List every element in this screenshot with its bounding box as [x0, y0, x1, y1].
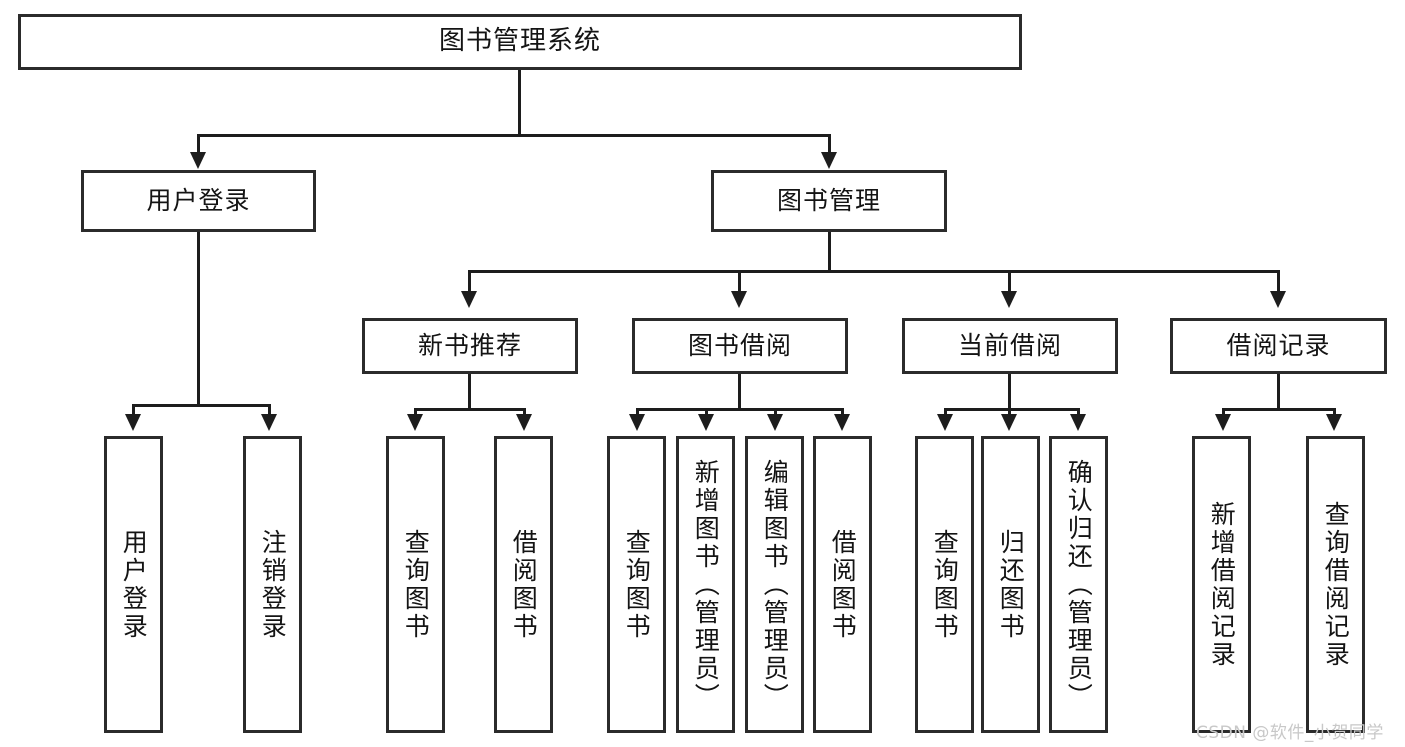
edge-root-bus [197, 134, 831, 137]
edge-new-book-stem [468, 374, 471, 408]
node-label: 归还图书 [996, 528, 1026, 641]
edge-root-to-book-manage [828, 134, 831, 156]
arrow-to-leaf-edit-book [767, 414, 783, 431]
edge-borrow-record-bus [1222, 408, 1336, 411]
node-user-login[interactable]: 用户登录 [81, 170, 316, 232]
edge-book-borrow-bus [636, 408, 844, 411]
leaf-query-book-borrow[interactable]: 查询图书 [607, 436, 666, 733]
edge-bb-to-leaf-3 [774, 408, 777, 418]
node-label: 编辑图书（管理员） [760, 458, 790, 711]
node-label: 新增借阅记录 [1207, 500, 1237, 669]
edge-current-borrow-bus [944, 408, 1080, 411]
edge-bb-to-leaf-1 [636, 408, 639, 418]
edge-user-login-bus [132, 404, 270, 407]
leaf-return-book[interactable]: 归还图书 [981, 436, 1040, 733]
node-label: 用户登录 [119, 528, 149, 641]
node-label: 查询图书 [622, 528, 652, 641]
node-book-borrow[interactable]: 图书借阅 [632, 318, 848, 374]
node-label: 图书借阅 [687, 330, 792, 360]
node-label: 图书管理 [776, 185, 881, 215]
arrow-to-user-login [190, 152, 206, 169]
node-label: 借阅记录 [1226, 330, 1331, 360]
leaf-add-book-admin[interactable]: 新增图书（管理员） [676, 436, 735, 733]
leaf-query-borrow-record[interactable]: 查询借阅记录 [1306, 436, 1365, 733]
edge-book-manage-bus [468, 270, 1280, 273]
csdn-watermark: CSDN @软件_小贺同学 [1196, 723, 1384, 743]
leaf-add-borrow-record[interactable]: 新增借阅记录 [1192, 436, 1251, 733]
arrow-to-leaf-query-book-3 [937, 414, 953, 431]
node-label: 借阅图书 [509, 528, 539, 641]
node-label: 查询图书 [930, 528, 960, 641]
edge-cb-to-leaf-2 [1008, 408, 1011, 418]
edge-nb-to-leaf-1 [414, 408, 417, 418]
arrow-to-new-book-recommend [461, 291, 477, 308]
arrow-to-leaf-add-book [698, 414, 714, 431]
leaf-borrow-book[interactable]: 借阅图书 [813, 436, 872, 733]
node-label: 查询图书 [401, 528, 431, 641]
node-label: 借阅图书 [828, 528, 858, 641]
node-new-book-recommend[interactable]: 新书推荐 [362, 318, 578, 374]
edge-bm-to-current-borrow [1008, 270, 1011, 294]
node-label: 用户登录 [146, 185, 251, 215]
edge-bm-to-borrow-record [1277, 270, 1280, 294]
edge-br-to-leaf-2 [1333, 408, 1336, 418]
node-book-management[interactable]: 图书管理 [711, 170, 947, 232]
arrow-to-leaf-user-login [125, 414, 141, 431]
node-label: 当前借阅 [957, 330, 1062, 360]
edge-user-login-to-leaf-2 [268, 404, 271, 417]
edge-br-to-leaf-1 [1222, 408, 1225, 418]
edge-bb-to-leaf-4 [841, 408, 844, 418]
node-label: 新书推荐 [417, 330, 522, 360]
edge-nb-to-leaf-2 [523, 408, 526, 418]
arrow-to-leaf-add-record [1215, 414, 1231, 431]
leaf-logout[interactable]: 注销登录 [243, 436, 302, 733]
node-label: 注销登录 [258, 528, 288, 641]
edge-borrow-record-stem [1277, 374, 1280, 408]
arrow-to-leaf-return-book [1001, 414, 1017, 431]
arrow-to-leaf-borrow-book-1 [516, 414, 532, 431]
edge-root-to-user-login [197, 134, 200, 156]
node-label: 图书管理系统 [438, 26, 601, 57]
edge-book-manage-stem [828, 232, 831, 270]
arrow-to-borrow-record [1270, 291, 1286, 308]
edge-cb-to-leaf-3 [1077, 408, 1080, 418]
leaf-user-login[interactable]: 用户登录 [104, 436, 163, 733]
edge-bb-to-leaf-2 [705, 408, 708, 418]
edge-cb-to-leaf-1 [944, 408, 947, 418]
node-label: 确认归还（管理员） [1064, 458, 1094, 711]
node-label: 新增图书（管理员） [691, 458, 721, 711]
edge-user-login-to-leaf-1 [132, 404, 135, 417]
arrow-to-book-borrow [731, 291, 747, 308]
arrow-to-current-borrow [1001, 291, 1017, 308]
edge-root-stem [518, 70, 521, 134]
node-root-book-management-system[interactable]: 图书管理系统 [18, 14, 1022, 70]
edge-new-book-bus [414, 408, 526, 411]
node-borrow-record[interactable]: 借阅记录 [1170, 318, 1387, 374]
arrow-to-leaf-borrow-book-2 [834, 414, 850, 431]
arrow-to-leaf-logout [261, 414, 277, 431]
node-label: 查询借阅记录 [1321, 500, 1351, 669]
leaf-query-book-current[interactable]: 查询图书 [915, 436, 974, 733]
edge-current-borrow-stem [1008, 374, 1011, 408]
arrow-to-book-manage [821, 152, 837, 169]
leaf-edit-book-admin[interactable]: 编辑图书（管理员） [745, 436, 804, 733]
edge-bm-to-book-borrow [738, 270, 741, 294]
node-current-borrow[interactable]: 当前借阅 [902, 318, 1118, 374]
arrow-to-leaf-query-record [1326, 414, 1342, 431]
edge-bm-to-new-book [468, 270, 471, 294]
leaf-query-book-recommend[interactable]: 查询图书 [386, 436, 445, 733]
arrow-to-leaf-confirm-return [1070, 414, 1086, 431]
edge-book-borrow-stem [738, 374, 741, 408]
edge-user-login-stem [197, 232, 200, 404]
arrow-to-leaf-query-book-2 [629, 414, 645, 431]
leaf-borrow-book-recommend[interactable]: 借阅图书 [494, 436, 553, 733]
arrow-to-leaf-query-book-1 [407, 414, 423, 431]
leaf-confirm-return-admin[interactable]: 确认归还（管理员） [1049, 436, 1108, 733]
